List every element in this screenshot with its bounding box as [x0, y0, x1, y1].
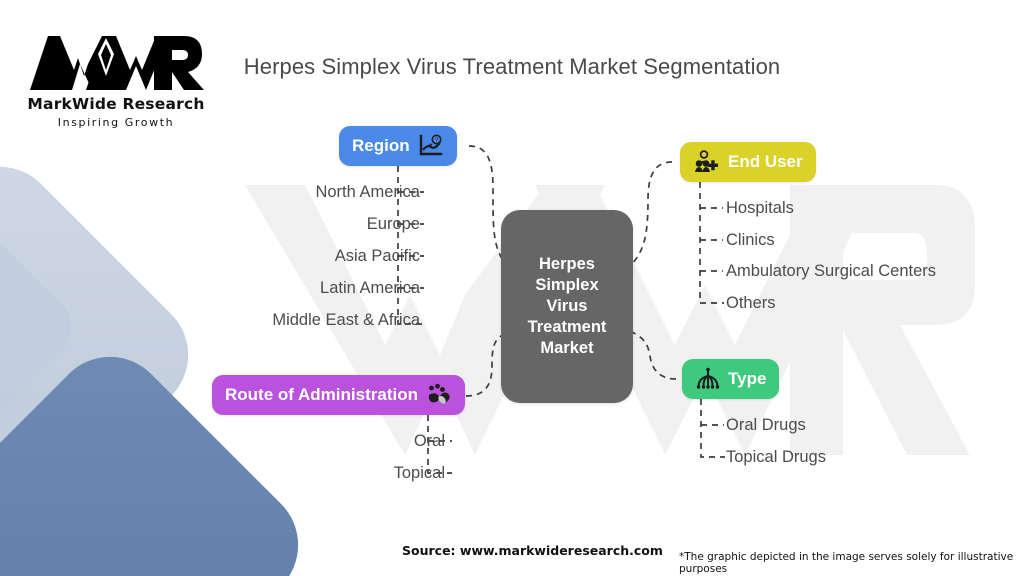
branch-item-topical: Topical	[393, 464, 445, 482]
brand-logo: MarkWide Research Inspiring Growth	[26, 32, 206, 129]
branch-item-topical-drugs: Topical Drugs	[726, 448, 826, 466]
branch-item-middle-east-africa: Middle East & Africa	[272, 311, 420, 329]
branch-item-oral-drugs: Oral Drugs	[726, 416, 806, 434]
svg-text:?: ?	[434, 138, 438, 144]
branch-item-ambulatory-surgical-centers: Ambulatory Surgical Centers	[726, 262, 937, 280]
branch-item-asia-pacific: Asia Pacific	[334, 247, 420, 265]
page-title: Herpes Simplex Virus Treatment Market Se…	[243, 54, 781, 79]
category-label-route-of-administration: Route of Administration	[225, 385, 418, 404]
brand-tagline: Inspiring Growth	[57, 116, 175, 129]
people-add-icon	[693, 150, 721, 174]
center-node: Herpes Simplex Virus Treatment Market	[501, 210, 633, 403]
mwr-logo-icon	[30, 36, 204, 90]
market-research-chart-icon: ?	[418, 134, 444, 158]
category-label-end-user: End User	[728, 152, 803, 171]
branch-item-clinics: Clinics	[726, 231, 775, 249]
footer-disclaimer: *The graphic depicted in the image serve…	[679, 551, 1014, 575]
footer-source: Source: www.markwideresearch.com	[402, 543, 663, 558]
hierarchy-icon	[695, 367, 721, 391]
brand-name: MarkWide Research	[27, 95, 205, 113]
category-badge-region[interactable]: Region ?	[339, 126, 457, 166]
category-badge-type[interactable]: Type	[682, 359, 780, 399]
branch-item-oral: Oral	[413, 432, 445, 450]
pills-icon	[426, 383, 452, 407]
decorative-square-light-inner	[0, 220, 86, 434]
center-node-label: Herpes Simplex Virus Treatment Market	[527, 255, 607, 357]
category-badge-end-user[interactable]: End User	[680, 142, 816, 182]
branch-item-north-america: North America	[315, 183, 420, 201]
category-badge-route-of-administration[interactable]: Route of Administration	[212, 375, 465, 415]
category-label-region: Region	[352, 136, 410, 155]
decorative-square-dark	[0, 332, 323, 576]
branch-item-latin-america: Latin America	[320, 279, 420, 297]
category-label-type: Type	[728, 369, 767, 388]
branch-item-europe: Europe	[366, 215, 420, 233]
branch-item-hospitals: Hospitals	[726, 199, 794, 217]
branch-item-others: Others	[726, 294, 776, 312]
